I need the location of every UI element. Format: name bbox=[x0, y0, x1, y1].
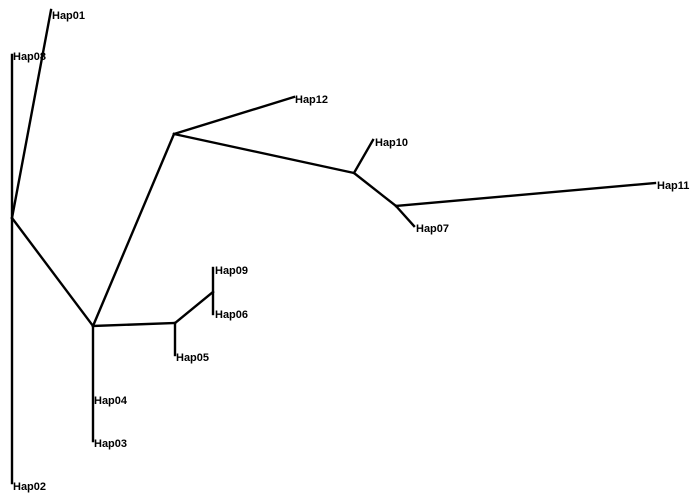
tip-label-hap02: Hap02 bbox=[13, 481, 46, 493]
branch-lower-node-to-upper-node bbox=[91, 132, 176, 328]
tip-label-hap08: Hap08 bbox=[13, 51, 46, 63]
tip-label-hap01: Hap01 bbox=[52, 10, 85, 22]
tip-label-hap12: Hap12 bbox=[295, 94, 328, 106]
tip-label-hap09: Hap09 bbox=[215, 265, 248, 277]
branch-node-to-lower-node bbox=[10, 216, 95, 328]
branches bbox=[10, 8, 657, 485]
branch-node-to-node-hap09 bbox=[173, 290, 215, 325]
tip-label-hap04: Hap04 bbox=[94, 395, 128, 407]
branch-hap11 bbox=[394, 181, 657, 208]
tip-label-hap05: Hap05 bbox=[176, 352, 209, 364]
tip-label-hap07: Hap07 bbox=[416, 223, 449, 235]
tip-label-hap06: Hap06 bbox=[215, 309, 248, 321]
tip-labels: Hap01 Hap08 Hap12 Hap10 Hap11 Hap07 Hap0… bbox=[13, 10, 689, 493]
branch-lower-node-to-node-hap05 bbox=[91, 321, 177, 328]
tip-label-hap11: Hap11 bbox=[657, 180, 689, 192]
branch-hap07 bbox=[394, 204, 416, 228]
branch-upper-node-hap12 bbox=[172, 95, 296, 136]
branch-hap10 bbox=[352, 138, 375, 175]
branch-upper-node-to-node-hap10 bbox=[172, 132, 356, 175]
branch-node-hap01 bbox=[10, 8, 53, 220]
branch-node-to-node-hap07 bbox=[352, 171, 398, 208]
tip-label-hap03: Hap03 bbox=[94, 438, 127, 450]
tip-label-hap10: Hap10 bbox=[375, 137, 408, 149]
